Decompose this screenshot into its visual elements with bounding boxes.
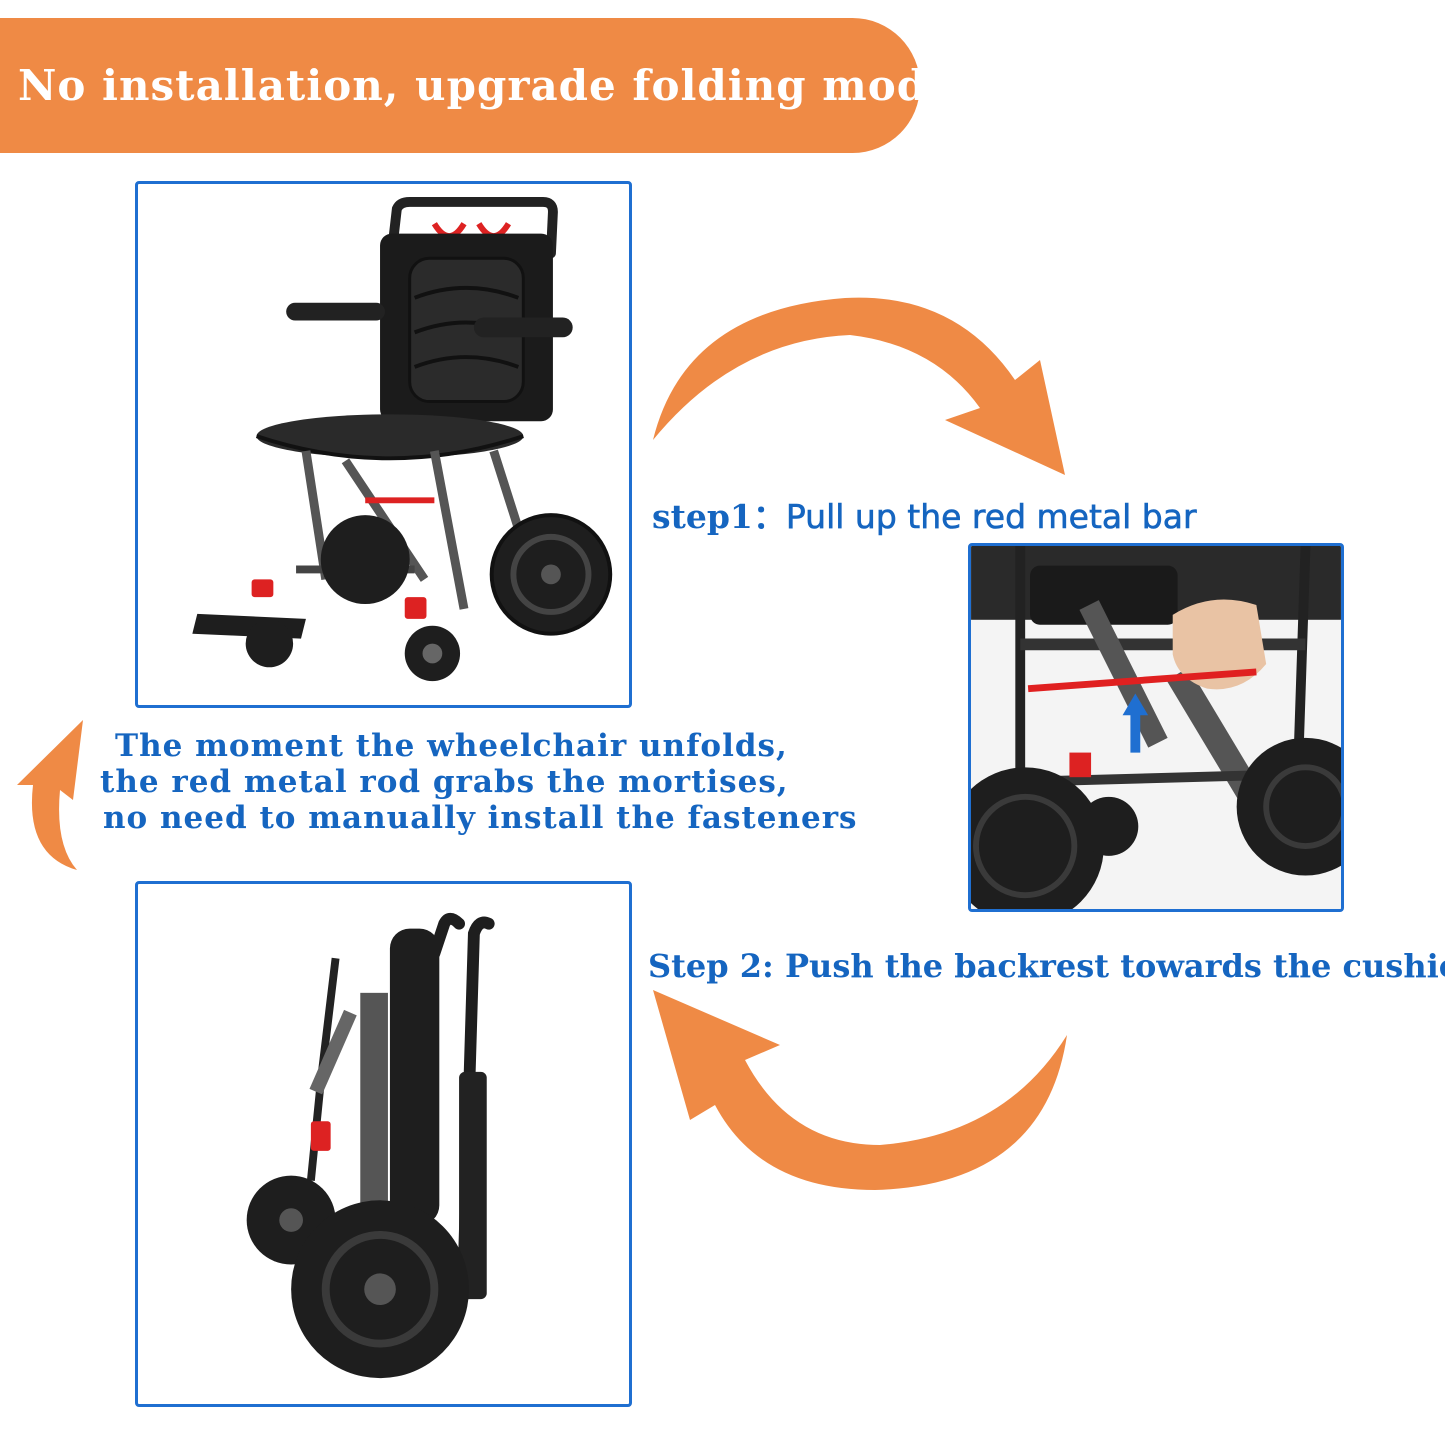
auto-lock-note: The moment the wheelchair unfolds, the r…	[100, 728, 858, 836]
note-line-1: The moment the wheelchair unfolds,	[115, 728, 788, 764]
unfolded-wheelchair-panel	[135, 181, 632, 708]
red-bar-closeup-panel	[968, 543, 1344, 912]
step2-caption: Step 2: Push the backrest towards the cu…	[648, 947, 1445, 985]
note-line-3: no need to manually install the fastener…	[103, 800, 858, 836]
red-bar-closeup-image	[971, 546, 1341, 909]
step1-label: step1：	[652, 497, 786, 536]
step1-text: Pull up the red metal bar	[785, 497, 1197, 537]
folded-wheelchair-image	[246, 912, 495, 1379]
step1-caption: step1：Pull up the red metal bar	[652, 490, 1197, 538]
note-line-2: the red metal rod grabs the mortises,	[100, 764, 789, 800]
curved-arrow-icon	[17, 720, 83, 870]
curved-arrow-icon	[653, 297, 1065, 475]
curved-arrow-icon	[653, 990, 1067, 1190]
banner-title: No installation, upgrade folding mode	[18, 61, 955, 110]
up-arrow-icon	[1122, 693, 1149, 753]
red-metal-bar	[1027, 668, 1257, 693]
folded-wheelchair-panel	[135, 881, 632, 1407]
header-banner: No installation, upgrade folding mode	[0, 18, 954, 153]
unfolded-wheelchair-image	[192, 197, 613, 682]
